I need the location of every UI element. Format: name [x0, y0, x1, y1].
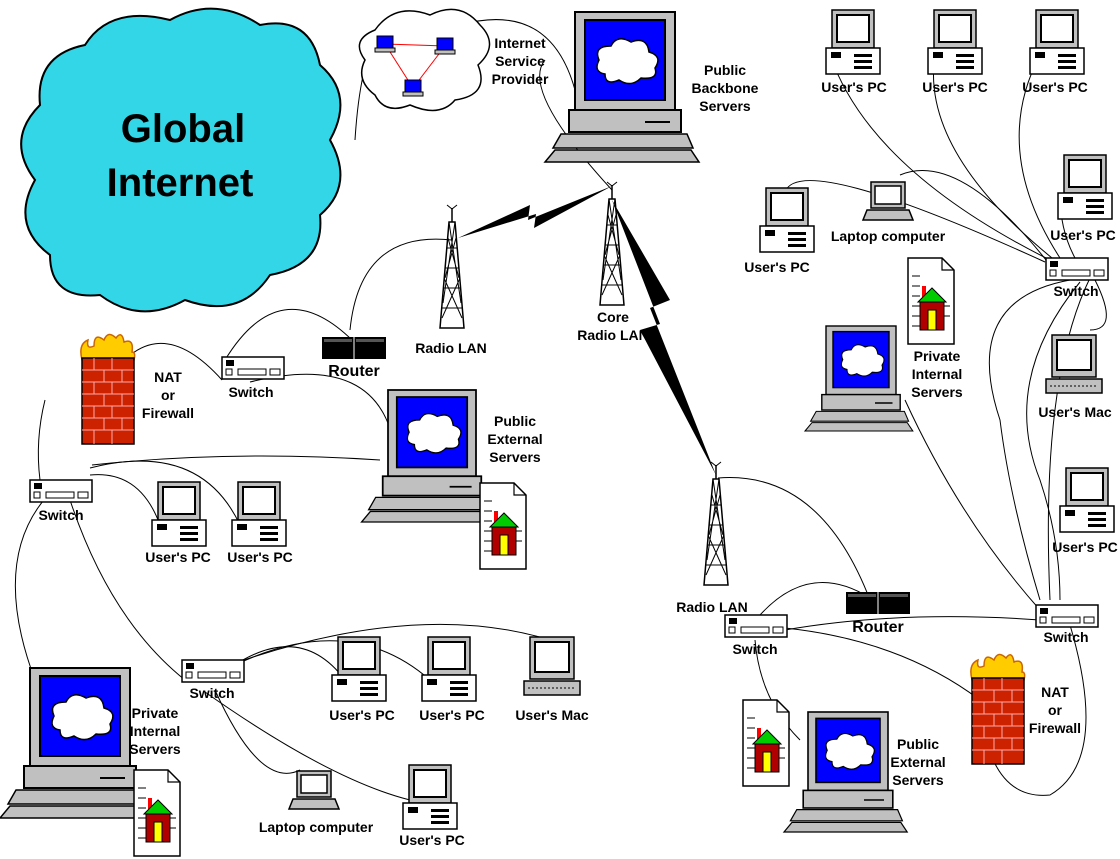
- left-pc4-label: User's PC: [419, 707, 485, 723]
- backbone-label-line1: Public: [704, 62, 746, 78]
- left-pc5-label: User's PC: [399, 832, 465, 848]
- right-firewall-line2: or: [1048, 702, 1063, 718]
- right-internal-label-line1: Private: [914, 348, 961, 364]
- left-internal-document-icon: [133, 769, 181, 857]
- right-external-label-line2: External: [890, 754, 945, 770]
- left-switch-bottom-icon: [181, 659, 245, 683]
- core-radio-tower-icon: [599, 181, 625, 306]
- backbone-label-line3: Servers: [699, 98, 751, 114]
- left-pc1-icon: [151, 481, 207, 547]
- left-mac-label: User's Mac: [515, 707, 589, 723]
- right-mac-icon: [1045, 334, 1103, 394]
- right-external-server-icon: [783, 711, 909, 833]
- left-firewall-line3: Firewall: [142, 405, 194, 421]
- right-pc-right-icon: [1057, 154, 1113, 220]
- right-laptop-label: Laptop computer: [831, 228, 946, 244]
- left-firewall-line1: NAT: [154, 369, 182, 385]
- right-switch-bottom-label: Switch: [1043, 629, 1088, 645]
- right-router-label: Router: [852, 619, 904, 636]
- left-mac-icon: [523, 636, 581, 696]
- right-mac-label: User's Mac: [1038, 404, 1112, 420]
- right-pc-top2-icon: [927, 9, 983, 75]
- left-internal-label-line3: Servers: [129, 741, 181, 757]
- right-radio-label: Radio LAN: [676, 599, 748, 615]
- left-pc2-label: User's PC: [227, 549, 293, 565]
- left-switch-bottom-label: Switch: [189, 685, 234, 701]
- right-firewall-line3: Firewall: [1029, 720, 1081, 736]
- left-firewall-icon: [80, 333, 136, 445]
- right-switch-main-label: Switch: [732, 641, 777, 657]
- right-pc-top3-icon: [1029, 9, 1085, 75]
- right-pc-right2-label: User's PC: [1052, 539, 1118, 555]
- isp-label-line1: Internet: [494, 35, 546, 51]
- right-external-document-icon: [742, 699, 790, 787]
- right-pc-top1-icon: [825, 9, 881, 75]
- right-switch-top-label: Switch: [1053, 283, 1098, 299]
- right-pc-top3-label: User's PC: [1022, 79, 1088, 95]
- left-firewall-line2: or: [161, 387, 176, 403]
- left-switch-top-icon: [221, 356, 285, 380]
- right-internal-label-line3: Servers: [911, 384, 963, 400]
- right-router-icon: [845, 591, 911, 615]
- left-external-document-icon: [479, 482, 527, 570]
- left-laptop-icon: [288, 770, 340, 810]
- cloud-title-line2: Internet: [107, 161, 254, 205]
- left-radio-label: Radio LAN: [415, 340, 487, 356]
- right-internal-label-line2: Internal: [912, 366, 963, 382]
- left-external-label-line2: External: [487, 431, 542, 447]
- left-external-label-line1: Public: [494, 413, 536, 429]
- right-laptop-icon: [862, 181, 914, 221]
- left-router-icon: [321, 336, 387, 360]
- right-switch-main-icon: [724, 614, 788, 638]
- right-pc-left-label: User's PC: [744, 259, 810, 275]
- backbone-server-icon: [544, 11, 700, 163]
- left-pc3-icon: [331, 636, 387, 702]
- right-internal-document-icon: [907, 257, 955, 345]
- isp-laptop-icon: [434, 37, 456, 55]
- isp-laptop-icon: [374, 35, 396, 53]
- right-pc-left-icon: [759, 187, 815, 253]
- isp-label-line2: Service: [495, 53, 545, 69]
- left-external-server-icon: [360, 389, 498, 523]
- right-radio-tower-icon: [703, 461, 729, 586]
- right-external-label-line1: Public: [897, 736, 939, 752]
- left-laptop-label: Laptop computer: [259, 819, 374, 835]
- right-firewall-line1: NAT: [1041, 684, 1069, 700]
- left-pc5-icon: [402, 764, 458, 830]
- right-pc-top1-label: User's PC: [821, 79, 887, 95]
- wireless-link-left: [458, 186, 612, 238]
- left-switch-top-label: Switch: [228, 384, 273, 400]
- backbone-label-line2: Backbone: [692, 80, 759, 96]
- left-switch-main-label: Switch: [38, 507, 83, 523]
- right-switch-top-icon: [1045, 257, 1109, 281]
- left-internal-label-line2: Internal: [130, 723, 181, 739]
- left-internal-label-line1: Private: [132, 705, 179, 721]
- core-label-line1: Core: [597, 309, 629, 325]
- left-pc4-icon: [421, 636, 477, 702]
- left-router-label: Router: [328, 363, 380, 380]
- isp-cloud: [358, 8, 491, 112]
- right-external-label-line3: Servers: [892, 772, 944, 788]
- right-pc-right2-icon: [1059, 467, 1115, 533]
- right-internal-server-icon: [804, 325, 914, 432]
- core-label-line2: Radio LAN: [577, 327, 649, 343]
- right-pc-right-label: User's PC: [1050, 227, 1116, 243]
- left-pc1-label: User's PC: [145, 549, 211, 565]
- right-switch-bottom-icon: [1035, 604, 1099, 628]
- isp-laptop-icon: [402, 79, 424, 97]
- right-firewall-icon: [970, 653, 1026, 765]
- isp-label-line3: Provider: [492, 71, 549, 87]
- left-switch-main-icon: [29, 479, 93, 503]
- left-pc2-icon: [231, 481, 287, 547]
- right-pc-top2-label: User's PC: [922, 79, 988, 95]
- left-pc3-label: User's PC: [329, 707, 395, 723]
- left-radio-tower-icon: [439, 204, 465, 329]
- cloud-title-line1: Global: [121, 107, 245, 151]
- left-external-label-line3: Servers: [489, 449, 541, 465]
- global-internet-cloud: Global Internet: [20, 7, 342, 313]
